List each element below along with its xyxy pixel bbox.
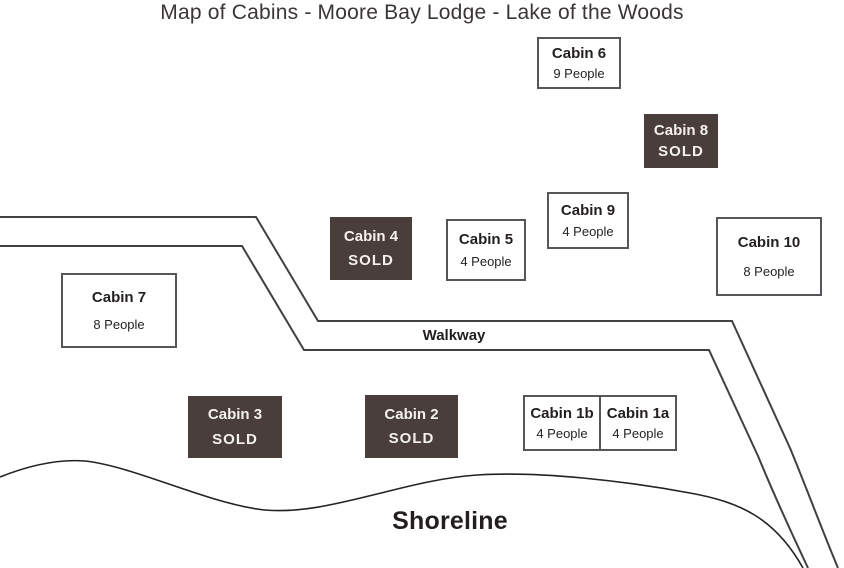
cabin-3-box: Cabin 3 SOLD <box>188 396 282 458</box>
cabin-name: Cabin 1b <box>530 404 594 422</box>
page-title: Map of Cabins - Moore Bay Lodge - Lake o… <box>160 1 684 24</box>
cabin-8-box: Cabin 8 SOLD <box>644 114 718 168</box>
cabin-sold-badge: SOLD <box>212 430 258 448</box>
cabin-4-box: Cabin 4 SOLD <box>330 217 412 280</box>
cabin-6-box: Cabin 6 9 People <box>537 37 621 89</box>
cabin-sold-badge: SOLD <box>348 252 394 270</box>
cabin-name: Cabin 5 <box>458 230 514 248</box>
cabin-name: Cabin 8 <box>653 121 709 139</box>
cabin-capacity: 4 People <box>562 224 614 239</box>
cabin-capacity: 4 People <box>536 426 588 442</box>
cabin-name: Cabin 4 <box>343 227 399 245</box>
cabin-capacity: 8 People <box>743 263 795 279</box>
cabin-2-box: Cabin 2 SOLD <box>365 395 458 458</box>
cabin-name: Cabin 1a <box>606 404 670 422</box>
cabin-name: Cabin 9 <box>560 202 616 219</box>
cabin-capacity: 8 People <box>93 317 145 332</box>
cabin-capacity: 4 People <box>460 254 512 270</box>
cabin-5-box: Cabin 5 4 People <box>446 219 526 281</box>
cabin-1a-box: Cabin 1a 4 People <box>599 395 677 451</box>
cabin-7-box: Cabin 7 8 People <box>61 273 177 348</box>
cabin-sold-badge: SOLD <box>658 143 704 161</box>
cabin-name: Cabin 3 <box>207 406 263 424</box>
cabin-sold-badge: SOLD <box>388 430 435 448</box>
walkway-lower-line <box>0 245 809 568</box>
cabin-capacity: 4 People <box>612 426 664 442</box>
walkway-upper-line <box>0 216 839 568</box>
shoreline-label: Shoreline <box>392 507 508 535</box>
walkway-label: Walkway <box>422 327 486 344</box>
cabin-10-box: Cabin 10 8 People <box>716 217 822 296</box>
cabin-name: Cabin 7 <box>91 289 147 306</box>
cabin-name: Cabin 10 <box>737 234 801 252</box>
cabin-name: Cabin 6 <box>551 45 607 63</box>
cabin-name: Cabin 2 <box>384 405 439 423</box>
cabin-1b-box: Cabin 1b 4 People <box>523 395 601 451</box>
cabin-capacity: 9 People <box>553 65 605 81</box>
cabin-9-box: Cabin 9 4 People <box>547 192 629 249</box>
shoreline-path <box>0 459 804 568</box>
